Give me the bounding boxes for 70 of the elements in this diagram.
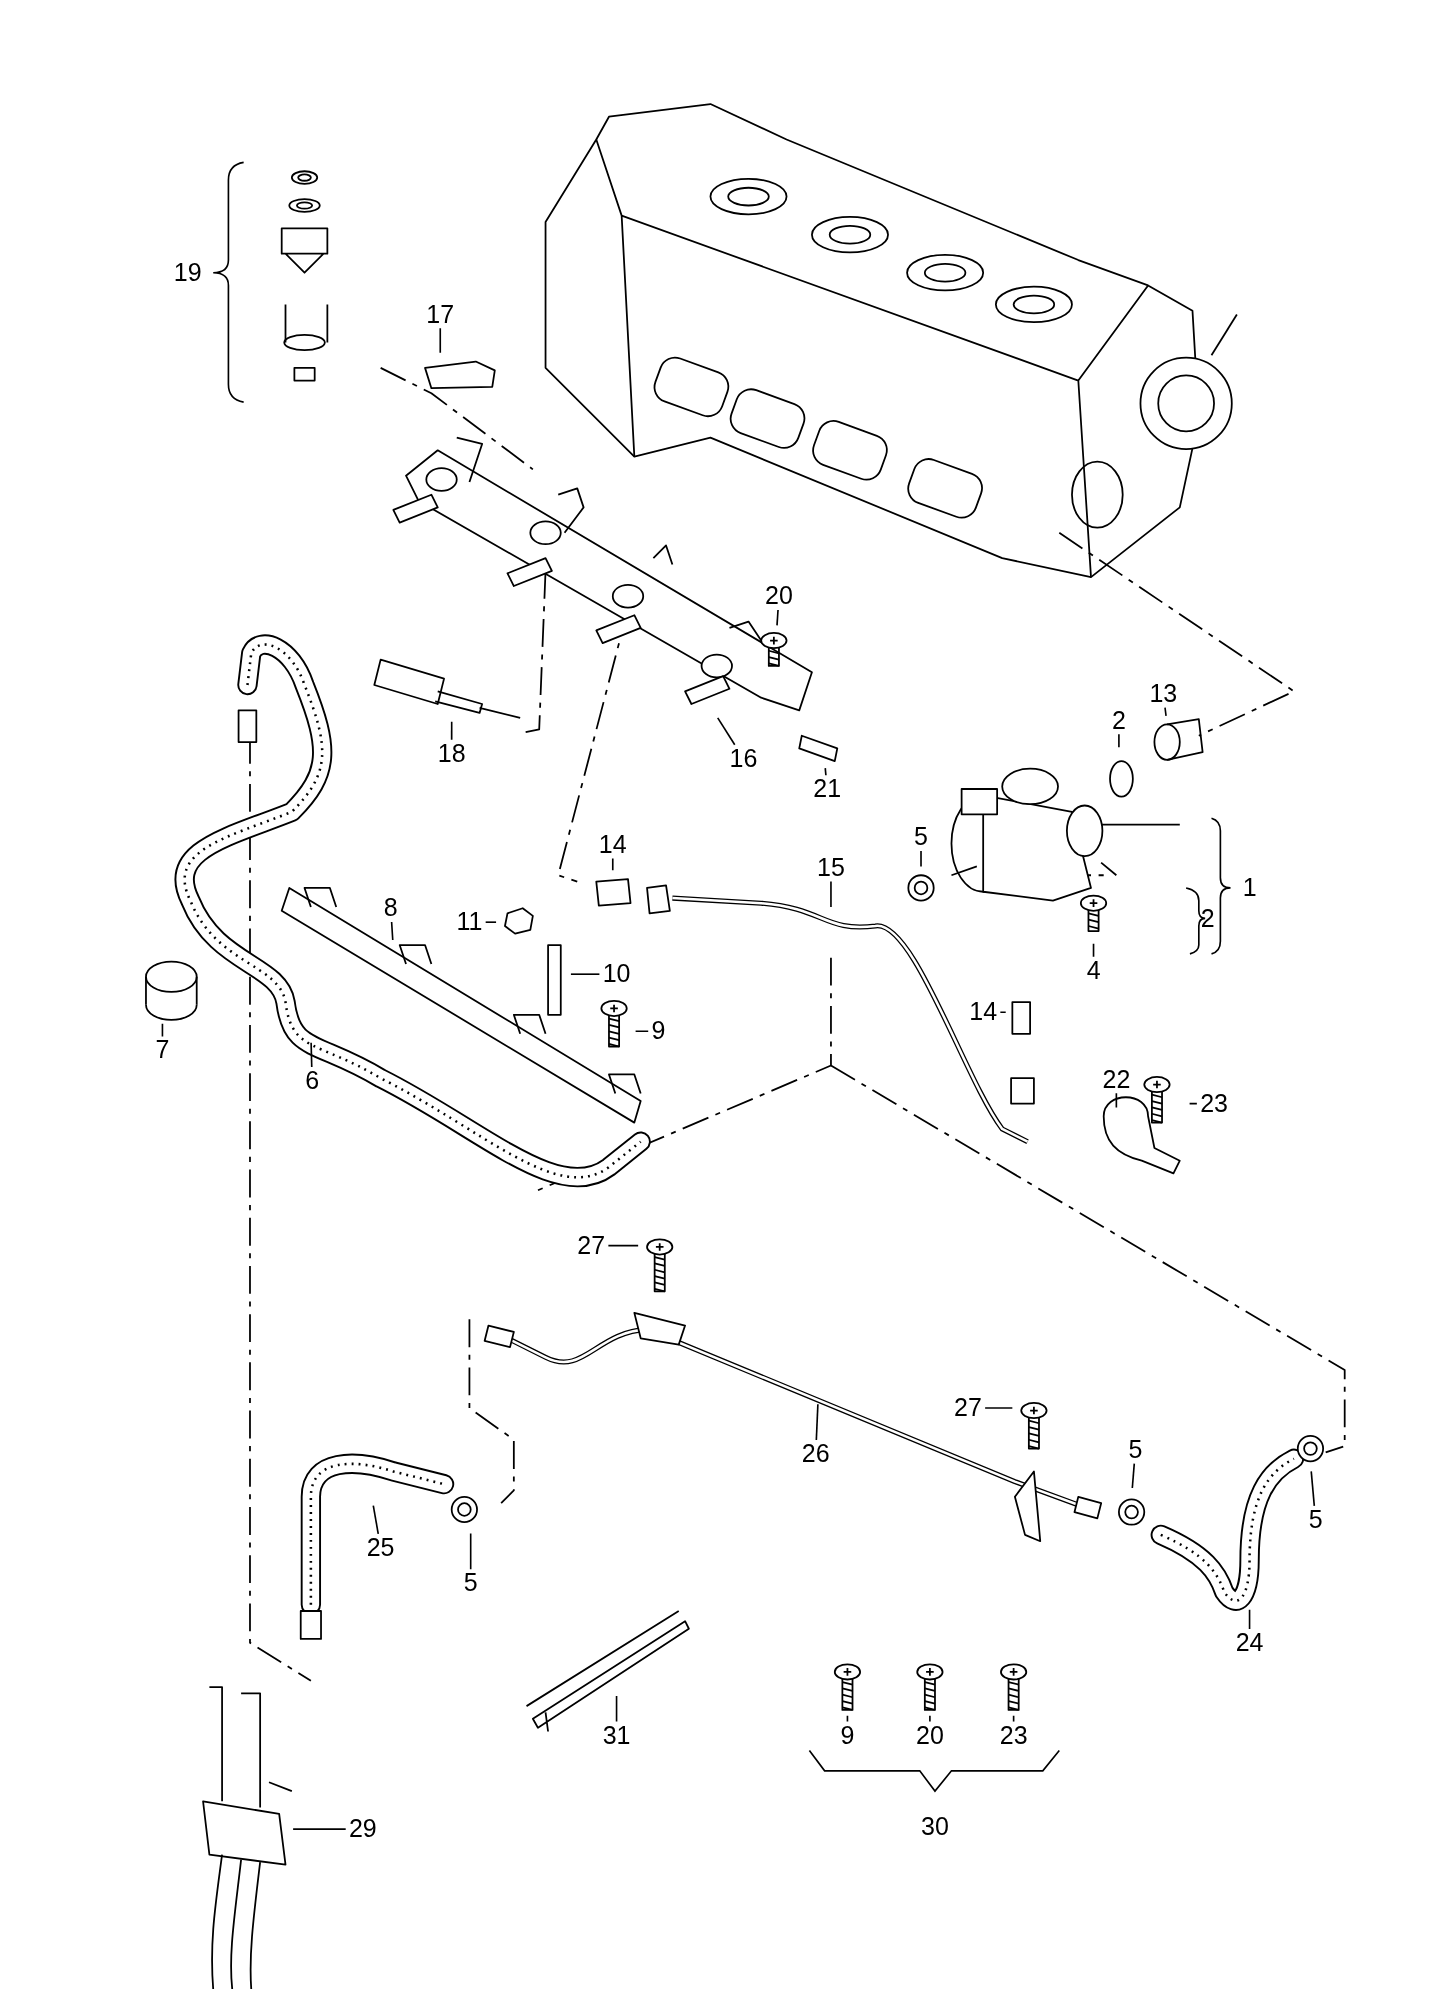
callout-number: 19	[171, 259, 204, 287]
callout-number: 5	[912, 823, 930, 852]
callout-number: 13	[1147, 680, 1180, 708]
leader-line	[984, 1407, 1014, 1409]
leader-line	[846, 1714, 849, 1723]
leader-line	[1188, 1102, 1198, 1105]
leader-line	[469, 1532, 472, 1571]
callout-number: 20	[914, 1721, 946, 1750]
leader-line	[1115, 1092, 1118, 1109]
callout-number: 14	[967, 998, 1000, 1027]
callout-number: 27	[575, 1232, 608, 1260]
leader-line	[824, 767, 827, 777]
callout-number: 14	[596, 831, 629, 859]
leader-line	[1248, 1608, 1251, 1630]
callout-number: 5	[461, 1569, 480, 1598]
callout-number: 16	[727, 744, 760, 773]
leader-line	[776, 609, 779, 627]
callout-number: 23	[1198, 1089, 1230, 1118]
leader-line	[439, 327, 442, 354]
callout-number: 17	[424, 300, 457, 329]
callout-number: 2	[1198, 904, 1217, 933]
leader-line	[1164, 706, 1167, 717]
callout-number: 30	[919, 1813, 951, 1841]
leader-line	[1012, 1714, 1015, 1723]
leader-line	[1131, 1462, 1136, 1489]
leader-line	[607, 1244, 639, 1247]
callout-number: 29	[346, 1815, 379, 1844]
callout-number: 26	[799, 1440, 832, 1468]
callout-number: 4	[1084, 956, 1103, 985]
leader-line	[815, 1403, 819, 1441]
callout-number: 5	[1126, 1436, 1145, 1464]
callout-number: 22	[1100, 1065, 1133, 1094]
leader-line	[716, 717, 736, 746]
callout-number: 27	[952, 1394, 984, 1422]
callout-number: 8	[381, 894, 400, 923]
leader-line	[920, 850, 922, 868]
leader-line	[929, 1714, 931, 1723]
callout-number: 25	[364, 1534, 397, 1562]
callout-number: 18	[435, 739, 468, 768]
leader-line	[1118, 733, 1120, 748]
leader-line	[390, 921, 394, 941]
leader-line	[570, 973, 601, 976]
leader-line	[372, 1504, 380, 1535]
leader-line	[450, 720, 453, 741]
callout-number: 9	[838, 1721, 857, 1750]
leader-line	[611, 857, 614, 871]
leader-line	[999, 1011, 1007, 1014]
callout-number: 2	[1110, 706, 1128, 735]
leader-line	[1092, 942, 1095, 958]
callout-number: 20	[763, 582, 795, 610]
leader-line	[484, 921, 497, 924]
leader-line	[1310, 1470, 1316, 1507]
callout-number: 11	[454, 908, 485, 937]
callout-number: 10	[600, 960, 633, 989]
leader-line	[292, 1828, 347, 1830]
callout-number: 23	[997, 1721, 1030, 1750]
leader-line	[830, 880, 832, 908]
callout-number: 31	[600, 1721, 633, 1750]
callout-number: 15	[815, 854, 847, 882]
callout-number: 21	[811, 775, 844, 803]
callout-number: 1	[1240, 874, 1259, 902]
leader-line	[615, 1695, 618, 1723]
leader-line	[161, 1022, 164, 1038]
leader-line	[634, 1030, 650, 1033]
leader-line	[310, 1041, 313, 1068]
callout-number: 5	[1306, 1506, 1325, 1534]
callout-number: 6	[303, 1067, 322, 1095]
callout-number: 9	[649, 1017, 668, 1046]
callout-number: 7	[153, 1036, 172, 1065]
callout-number: 24	[1233, 1629, 1266, 1657]
